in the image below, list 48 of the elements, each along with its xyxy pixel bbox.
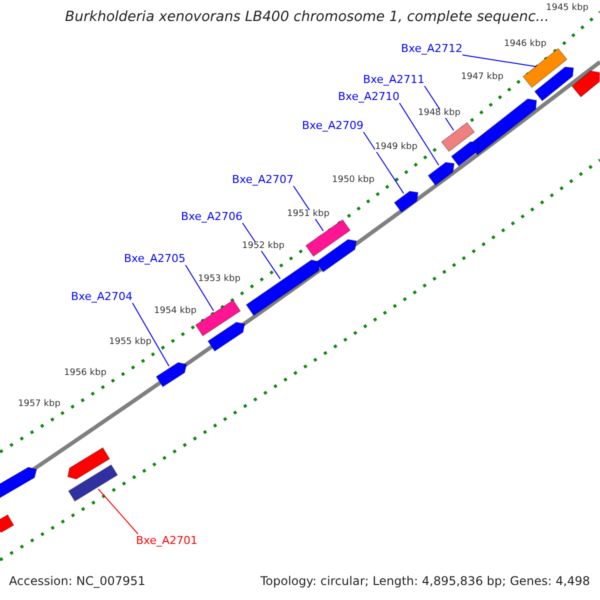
leader-line: [462, 54, 537, 68]
gene-feature: [522, 48, 568, 88]
gene-feature: [450, 141, 480, 167]
gene-label: Bxe_A2710: [338, 91, 400, 102]
gene-feature: [428, 162, 455, 186]
scale-label: 1950 kbp: [332, 176, 374, 185]
leader-line: [185, 264, 214, 312]
gene-feature: [440, 122, 476, 152]
gene-feature: [0, 466, 38, 500]
scale-label: 1948 kbp: [418, 109, 460, 118]
gene-feature: [571, 70, 600, 98]
gene-feature: [394, 190, 419, 213]
leader-line: [363, 132, 404, 194]
leader-line: [132, 302, 170, 367]
scale-label: 1956 kbp: [64, 369, 106, 378]
gene-feature: [305, 219, 351, 257]
gene-feature: [68, 464, 118, 502]
gene-label: Bxe_A2701: [136, 535, 198, 546]
scale-label: 1955 kbp: [109, 338, 152, 347]
scale-label: 1945 kbp: [546, 4, 588, 13]
footer-text: Accession: NC_007951: [9, 575, 146, 587]
gene-label: Bxe_A2712: [401, 43, 463, 54]
gene-feature: [156, 362, 188, 388]
gene-feature: [194, 299, 242, 337]
gene-label: Bxe_A2706: [181, 211, 243, 222]
gene-label: Bxe_A2711: [363, 74, 425, 85]
gene-label: Bxe_A2707: [232, 174, 294, 185]
scale-label: 1949 kbp: [375, 143, 418, 152]
scale-label: 1947 kbp: [461, 73, 504, 82]
gene-label: Bxe_A2705: [124, 253, 186, 264]
gene-label: Bxe_A2709: [302, 120, 364, 131]
leader-line: [399, 102, 440, 166]
scale-label: 1953 kbp: [198, 275, 240, 284]
scale-label: 1951 kbp: [287, 210, 330, 219]
scale-label: 1954 kbp: [154, 307, 196, 316]
gene-feature: [207, 322, 246, 352]
leader-line: [98, 488, 138, 534]
scale-label: 1952 kbp: [242, 242, 284, 251]
gene-feature: [315, 239, 357, 273]
gene-feature: [0, 514, 14, 533]
gene-feature: [67, 447, 110, 480]
title: Burkholderia xenovorans LB400 chromosome 1, complete sequenc...: [65, 10, 550, 24]
scale-label: 1946 kbp: [504, 40, 546, 49]
gene-feature: [534, 66, 574, 102]
gene-label: Bxe_A2704: [71, 291, 133, 302]
scale-label: 1957 kbp: [18, 400, 60, 409]
gene-feature: [246, 259, 321, 316]
footer-text: Topology: circular; Length: 4,895,836 bp; Genes: 4,498: [260, 575, 590, 587]
